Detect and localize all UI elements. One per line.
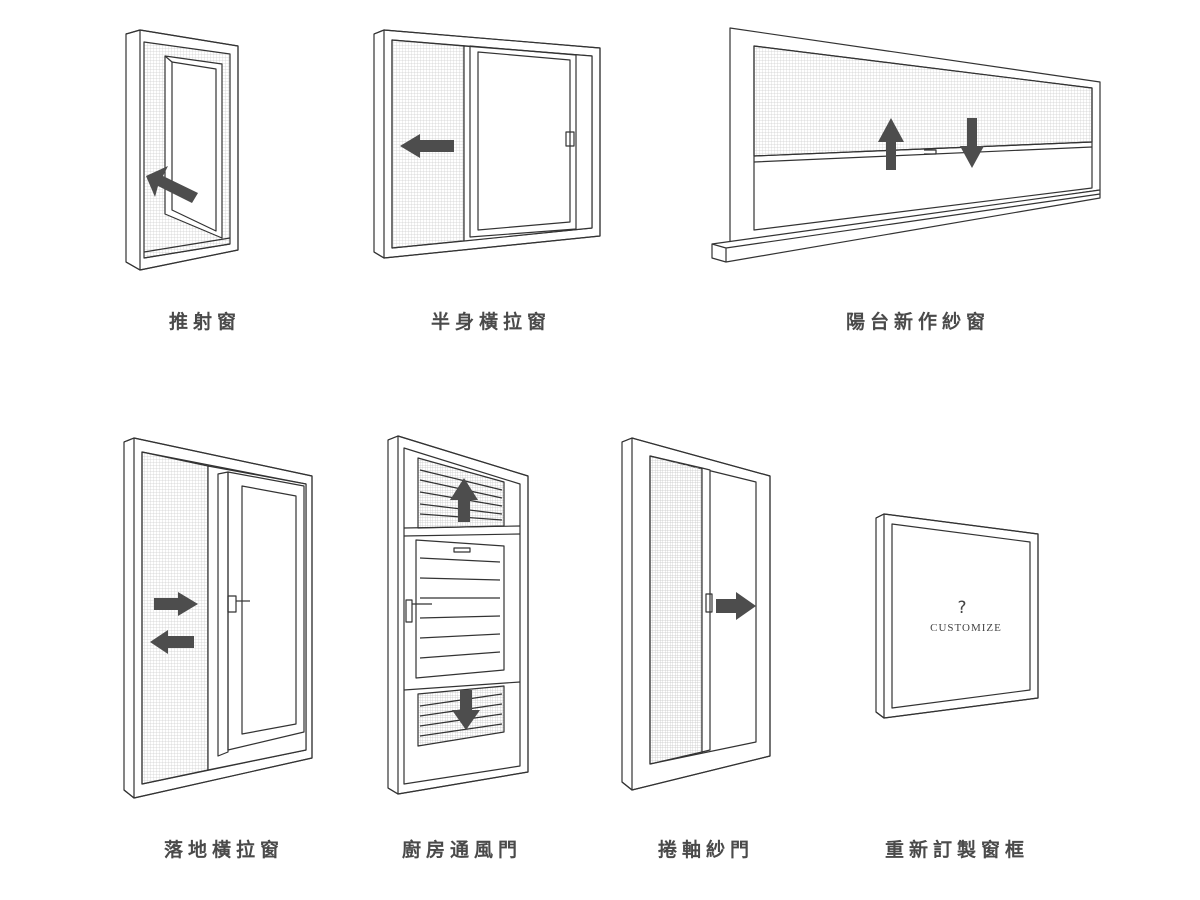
arrow-right-icon [716, 592, 756, 620]
arrow-left-icon [400, 134, 454, 158]
arrow-down-icon [452, 690, 480, 730]
arrow-up-icon [878, 118, 904, 170]
arrow-right-icon [154, 592, 198, 616]
custom-frame-illustration [875, 513, 1039, 719]
arrow-down-icon [960, 118, 984, 168]
product-label-casement: 推射窗 [168, 311, 242, 333]
product-label-floor-sliding: 落地橫拉窗 [163, 839, 285, 861]
customize-question-mark: ? [957, 598, 966, 618]
customize-text: CUSTOMIZE [930, 622, 1002, 634]
roller-screen-door-illustration [621, 437, 771, 791]
product-label-half-sliding: 半身橫拉窗 [430, 311, 552, 333]
floor-sliding-door-illustration [123, 437, 313, 799]
product-label-kitchen-vent: 廚房通風門 [401, 839, 523, 861]
product-label-roller-door: 捲軸紗門 [657, 839, 755, 861]
half-sliding-window-illustration [373, 29, 601, 259]
arrow-up-left-icon [146, 166, 198, 203]
product-label-custom-frame: 重新訂製窗框 [884, 839, 1030, 861]
arrow-up-icon [450, 478, 478, 522]
casement-window-illustration [125, 29, 239, 271]
balcony-screen-illustration [711, 27, 1101, 263]
arrow-left-icon [150, 630, 194, 654]
product-label-balcony: 陽台新作紗窗 [845, 311, 991, 333]
